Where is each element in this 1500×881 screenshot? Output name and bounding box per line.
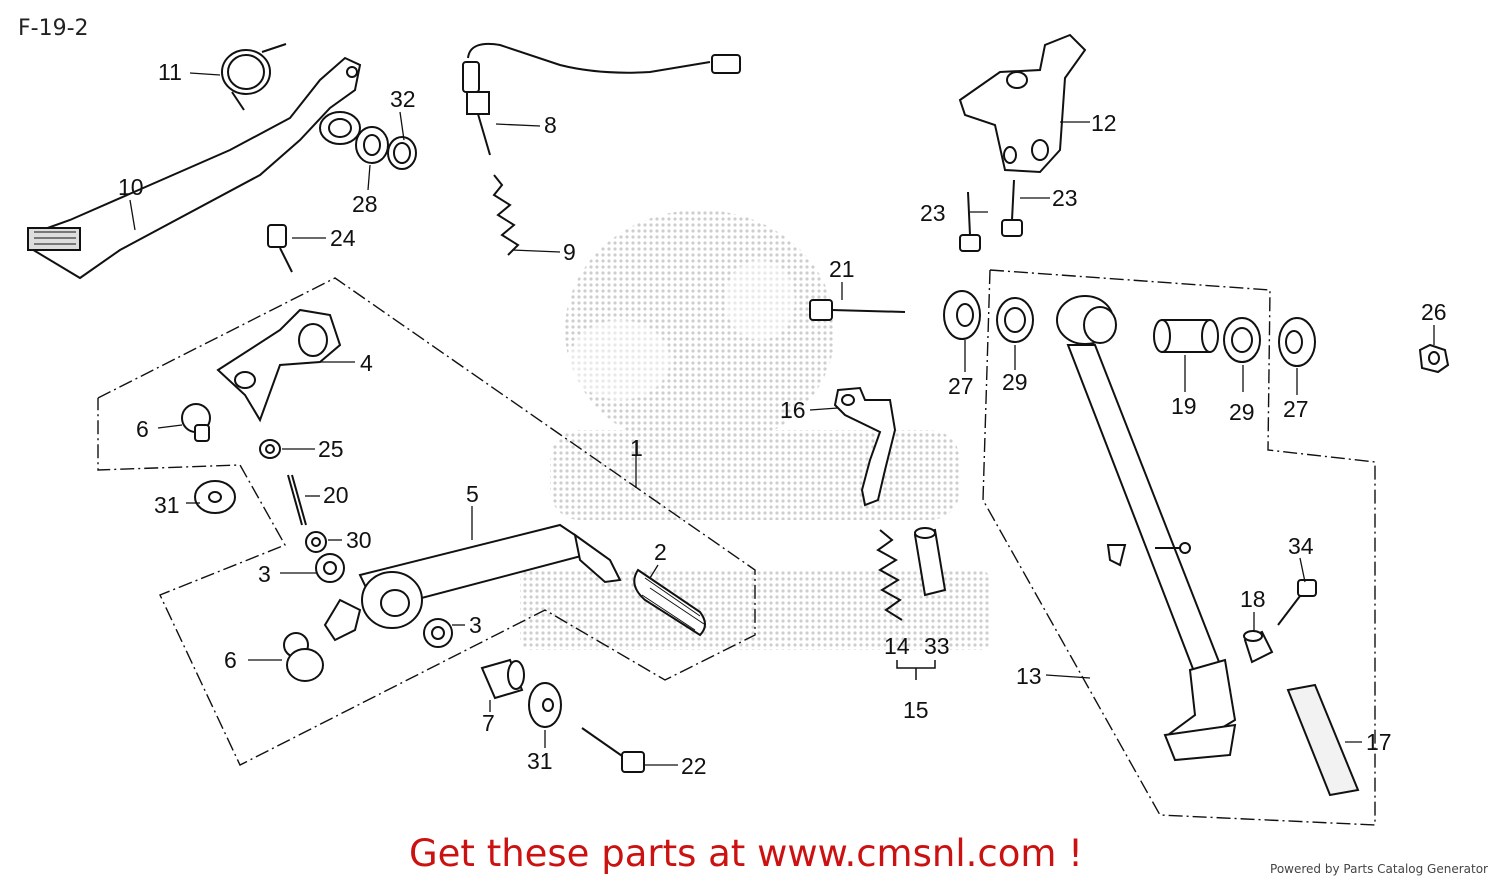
callout-14: 14 (884, 633, 910, 659)
callout-3a: 3 (258, 561, 271, 587)
callout-11: 11 (158, 59, 182, 85)
bolt-23b (1001, 179, 1023, 237)
callout-19: 19 (1171, 393, 1197, 419)
collar-19 (1153, 319, 1219, 353)
callout-24: 24 (330, 225, 356, 251)
bolt-21 (809, 299, 906, 321)
side-stand-13 (1056, 295, 1237, 762)
pin-6a (181, 403, 211, 442)
bolt-24 (267, 224, 293, 273)
stop-switch-8 (462, 42, 741, 156)
collar-18 (1243, 630, 1274, 664)
washer-31b (528, 682, 562, 728)
pin-6b (283, 632, 324, 682)
callout-27b: 27 (1283, 396, 1309, 422)
group-outline-right (982, 269, 1376, 826)
callout-18: 18 (1240, 586, 1266, 612)
bearing-29b (1223, 317, 1261, 363)
callout-6b: 6 (224, 647, 237, 673)
callout-29a: 29 (1002, 369, 1028, 395)
switch-spring-9 (492, 174, 520, 256)
stud-20 (287, 474, 307, 526)
bolt-22 (581, 727, 645, 773)
callout-26: 26 (1421, 299, 1447, 325)
nut-30 (305, 531, 327, 553)
brake-pedal-10 (26, 56, 362, 280)
callout-6a: 6 (136, 416, 149, 442)
washer-27a (943, 290, 981, 340)
callout-3b: 3 (469, 612, 482, 638)
callout-16: 16 (780, 397, 806, 423)
pedal-arm-4 (216, 308, 342, 423)
rubber-33 (913, 527, 947, 597)
callout-25: 25 (318, 436, 344, 462)
spring-14 (876, 529, 903, 621)
callout-12: 12 (1091, 110, 1117, 136)
callout-2: 2 (654, 539, 667, 565)
callout-15: 15 (903, 697, 929, 723)
callout-17: 17 (1366, 729, 1392, 755)
washer-27b (1278, 317, 1316, 367)
callout-8: 8 (544, 112, 557, 138)
callout-4: 4 (360, 350, 373, 376)
callout-34: 34 (1288, 533, 1314, 559)
callout-9: 9 (563, 239, 576, 265)
bolt-34 (1277, 579, 1317, 626)
powered-by-text: Powered by Parts Catalog Generator (1270, 862, 1488, 876)
group-outline-left (97, 277, 756, 766)
parts-diagram: 11 32 8 12 10 28 24 9 23 23 4 21 27 29 1… (26, 33, 1450, 826)
nut-26 (1418, 343, 1450, 374)
washer-28 (355, 126, 389, 164)
watermark-logo (520, 210, 990, 650)
pointer-lines (129, 72, 1435, 766)
bolt-23a (959, 191, 981, 252)
nut-25 (259, 439, 281, 459)
callout-21: 21 (829, 256, 855, 282)
callout-labels: 11 32 8 12 10 28 24 9 23 23 4 21 27 29 1… (118, 59, 1447, 779)
cta-text[interactable]: Get these parts at www.cmsnl.com ! (408, 832, 1083, 875)
callout-7: 7 (482, 710, 495, 736)
stand-plate-16 (833, 386, 897, 507)
return-spring-11 (221, 43, 287, 111)
page-title: F-19-2 (18, 16, 89, 41)
callout-23b: 23 (1052, 185, 1078, 211)
stand-rubber-17 (1286, 683, 1360, 797)
callout-30: 30 (346, 527, 372, 553)
gearshift-pedal-5 (323, 523, 622, 642)
bracket-12 (958, 33, 1087, 174)
washer-31a (194, 480, 236, 514)
callout-1: 1 (630, 435, 643, 461)
callout-22: 22 (681, 753, 707, 779)
bush-3a (315, 553, 345, 583)
clip-32 (387, 136, 417, 170)
callout-31a: 31 (154, 492, 180, 518)
callout-23a: 23 (920, 200, 946, 226)
callout-28: 28 (352, 191, 378, 217)
callout-27a: 27 (948, 373, 974, 399)
collar-7 (480, 658, 525, 700)
pedal-rubber-2 (633, 568, 706, 637)
bush-3b (423, 618, 453, 648)
bracket-15-lines (896, 660, 936, 680)
callout-31b: 31 (527, 748, 553, 774)
cta-link[interactable]: Get these parts at www.cmsnl.com ! (0, 832, 1500, 875)
callout-29b: 29 (1229, 399, 1255, 425)
callout-13: 13 (1016, 663, 1042, 689)
bearing-29a (996, 297, 1034, 343)
callout-5: 5 (466, 481, 479, 507)
callout-20: 20 (323, 482, 349, 508)
callout-33: 33 (924, 633, 950, 659)
callout-10: 10 (118, 174, 144, 200)
callout-32: 32 (390, 86, 416, 112)
